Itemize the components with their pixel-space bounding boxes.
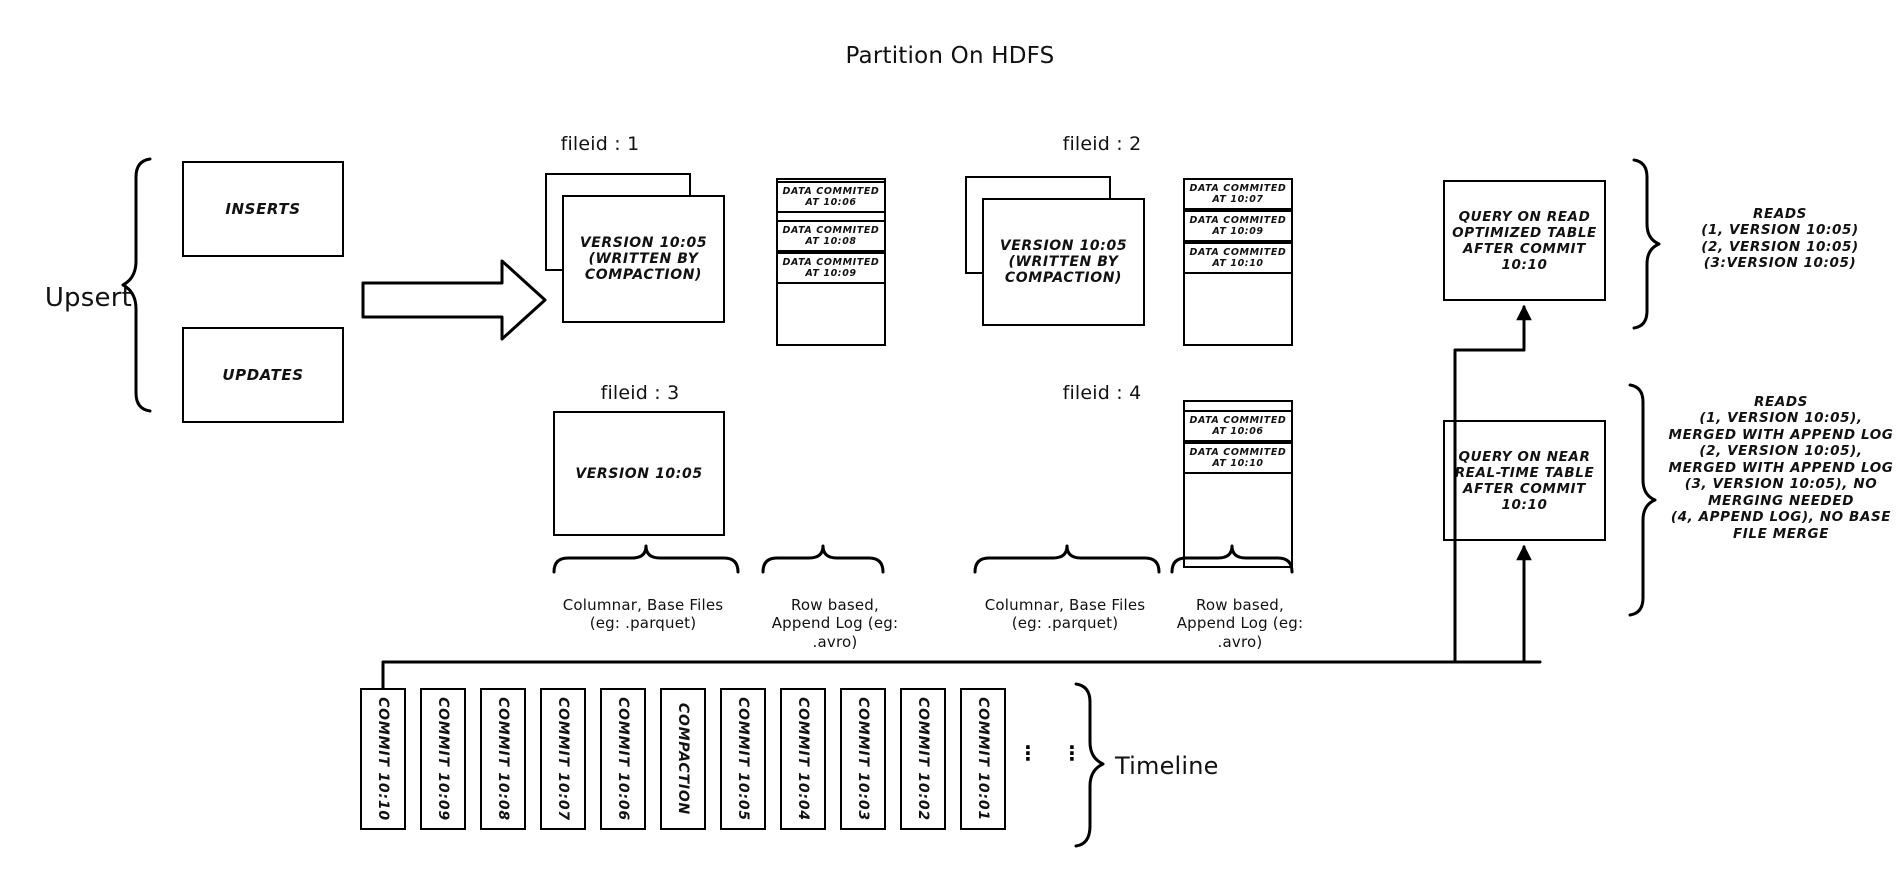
updates-box: UPDATES [182, 327, 344, 423]
log-entry-text: DATA COMMITED AT 10:06 [782, 186, 880, 208]
timeline-cell-label: COMMIT 10:09 [435, 697, 451, 821]
fileid-1-base-label: VERSION 10:05 (WRITTEN BY COMPACTION) [579, 235, 708, 283]
timeline-ellipsis-2: ⋮ [1062, 741, 1082, 765]
timeline-cell-label: COMMIT 10:08 [495, 697, 511, 821]
fileid-4-header: fileid : 4 [1062, 382, 1142, 404]
brace-timeline [1076, 684, 1103, 846]
fileid-3-header: fileid : 3 [600, 382, 680, 404]
reads-read-optimized-label: READS (1, VERSION 10:05) (2, VERSION 10:… [1701, 206, 1859, 272]
timeline-cell-9[interactable]: COMMIT 10:02 [900, 688, 946, 830]
fileid-1-log-entry-2: DATA COMMITED AT 10:09 [776, 252, 886, 284]
timeline-cell-label: COMMIT 10:04 [795, 697, 811, 821]
updates-label: UPDATES [222, 366, 304, 384]
timeline-cell-8[interactable]: COMMIT 10:03 [840, 688, 886, 830]
fileid-2-header: fileid : 2 [1062, 133, 1142, 155]
timeline-cell-label: COMMIT 10:01 [975, 697, 991, 821]
timeline-cell-0[interactable]: COMMIT 10:10 [360, 688, 406, 830]
caption-base-files-left: Columnar, Base Files (eg: .parquet) [562, 596, 724, 633]
caption-append-log-right: Row based, Append Log (eg: .avro) [1176, 596, 1304, 651]
inserts-label: INSERTS [225, 200, 301, 218]
caption-base-files-right: Columnar, Base Files (eg: .parquet) [984, 596, 1146, 633]
fileid-2-base-box: VERSION 10:05 (WRITTEN BY COMPACTION) [982, 198, 1145, 326]
caption-append-log-left: Row based, Append Log (eg: .avro) [771, 596, 899, 651]
timeline-cell-3[interactable]: COMMIT 10:07 [540, 688, 586, 830]
log-entry-text: DATA COMMITED AT 10:09 [1189, 215, 1287, 237]
timeline-cell-label: COMMIT 10:02 [915, 697, 931, 821]
fileid-1-log-entry-0: DATA COMMITED AT 10:06 [776, 181, 886, 213]
timeline-cell-label: COMMIT 10:05 [735, 697, 751, 821]
query-read-optimized-box[interactable]: QUERY ON READ OPTIMIZED TABLE AFTER COMM… [1443, 180, 1606, 301]
fileid-2-log-entry-2: DATA COMMITED AT 10:10 [1183, 242, 1293, 274]
timeline-cell-label: COMMIT 10:06 [615, 697, 631, 821]
log-entry-text: DATA COMMITED AT 10:07 [1189, 183, 1287, 205]
page-title: Partition On HDFS [845, 43, 1055, 69]
fileid-4-log-entry-0: DATA COMMITED AT 10:06 [1183, 410, 1293, 442]
timeline-cell-2[interactable]: COMMIT 10:08 [480, 688, 526, 830]
reads-near-real-time-label: READS (1, VERSION 10:05), MERGED WITH AP… [1668, 394, 1894, 542]
log-entry-text: DATA COMMITED AT 10:06 [1189, 415, 1287, 437]
upsert-label: Upsert [44, 283, 132, 313]
timeline-cell-4[interactable]: COMMIT 10:06 [600, 688, 646, 830]
fileid-3-base-label: VERSION 10:05 [575, 465, 703, 482]
inserts-box: INSERTS [182, 161, 344, 257]
timeline-cell-6[interactable]: COMMIT 10:05 [720, 688, 766, 830]
timeline-cell-label: COMMIT 10:10 [375, 697, 391, 821]
fileid-2-log-entry-0: DATA COMMITED AT 10:07 [1183, 178, 1293, 210]
timeline-cell-1[interactable]: COMMIT 10:09 [420, 688, 466, 830]
commit-arrow-shape [363, 261, 545, 339]
fileid-3-base-box: VERSION 10:05 [553, 411, 725, 536]
timeline-cell-5[interactable]: COMPACTION [660, 688, 706, 830]
query-near-real-time-label: QUERY ON NEAR REAL-TIME TABLE AFTER COMM… [1454, 448, 1595, 513]
log-entry-text: DATA COMMITED AT 10:09 [782, 257, 880, 279]
log-entry-text: DATA COMMITED AT 10:10 [1189, 247, 1287, 269]
timeline-cell-7[interactable]: COMMIT 10:04 [780, 688, 826, 830]
brace-base-files-left [554, 546, 738, 572]
timeline-connector-trunk [383, 662, 1540, 688]
brace-append-log-left [763, 546, 883, 572]
timeline-cell-label: COMMIT 10:03 [855, 697, 871, 821]
query-near-real-time-box[interactable]: QUERY ON NEAR REAL-TIME TABLE AFTER COMM… [1443, 420, 1606, 541]
brace-base-files-right [975, 546, 1159, 572]
timeline-cell-label: COMPACTION [675, 702, 691, 816]
fileid-1-log-entry-1: DATA COMMITED AT 10:08 [776, 220, 886, 252]
fileid-2-log-entry-1: DATA COMMITED AT 10:09 [1183, 210, 1293, 242]
query-read-optimized-label: QUERY ON READ OPTIMIZED TABLE AFTER COMM… [1452, 208, 1597, 273]
log-entry-text: DATA COMMITED AT 10:08 [782, 225, 880, 247]
timeline-ellipsis-1: ⋮ [1018, 741, 1038, 765]
timeline-cell-label: COMMIT 10:07 [555, 697, 571, 821]
fileid-1-base-box: VERSION 10:05 (WRITTEN BY COMPACTION) [562, 195, 725, 323]
timeline-cell-10[interactable]: COMMIT 10:01 [960, 688, 1006, 830]
log-entry-text: DATA COMMITED AT 10:10 [1189, 447, 1287, 469]
fileid-1-header: fileid : 1 [560, 133, 640, 155]
fileid-4-log-entry-1: DATA COMMITED AT 10:10 [1183, 442, 1293, 474]
fileid-2-base-label: VERSION 10:05 (WRITTEN BY COMPACTION) [999, 238, 1128, 286]
timeline-label: Timeline [1115, 752, 1219, 780]
